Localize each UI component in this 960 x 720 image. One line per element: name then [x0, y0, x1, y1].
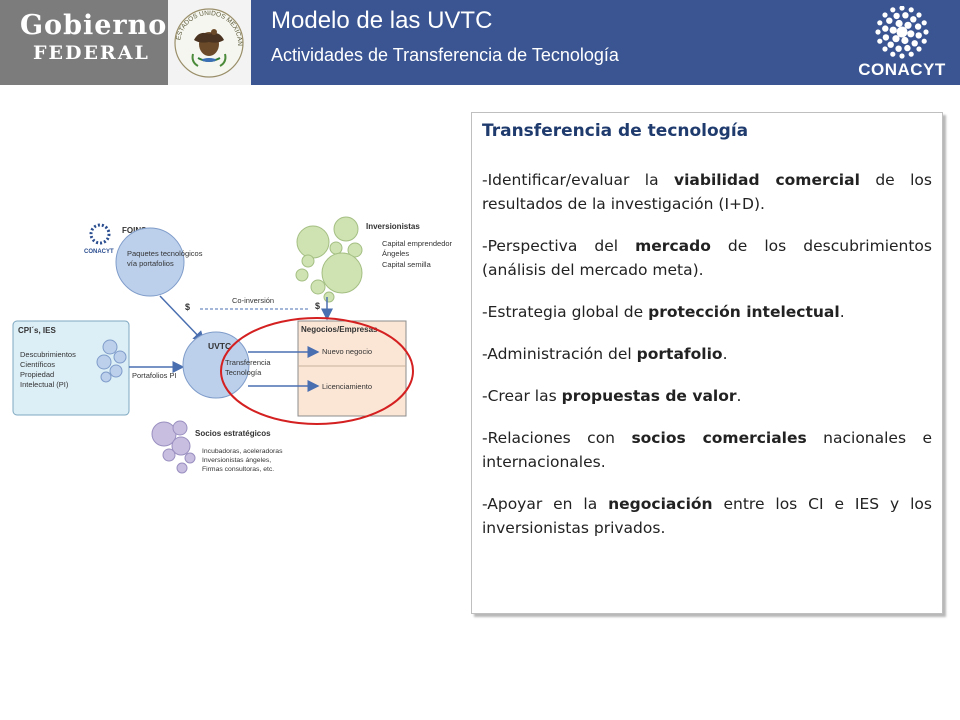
paragraph-bold: protección intelectual [648, 303, 840, 322]
dollar-left: $ [185, 302, 190, 312]
paragraph-text: -Relaciones con [482, 429, 632, 448]
inversionistas-item-1: Capital emprendedor [382, 239, 453, 248]
inversionistas-bubbles [295, 216, 363, 303]
page-subtitle: Actividades de Transferencia de Tecnolog… [271, 45, 619, 65]
uvtc-desc-2: Tecnología [225, 368, 262, 377]
paragraph-text: -Apoyar en la [482, 495, 609, 514]
paragraph-text: nacionales e internacionales. [482, 429, 933, 472]
foins-label: FOINS [122, 226, 147, 235]
textbox-paragraph: -Apoyar en la negociación entre los CI e… [482, 492, 932, 540]
textbox-paragraph: -Estrategia global de protección intelec… [482, 300, 932, 324]
foins-desc-2: vía portafolios [127, 259, 174, 268]
paragraph-text: de los descubrimientos (análisis del mer… [482, 237, 932, 280]
paragraph-text: . [839, 303, 845, 322]
gobierno-federal-logo: Gobierno FEDERAL [0, 0, 168, 85]
paragraph-bold: viabilidad comercial [674, 171, 860, 189]
paragraph-text: -Administración del [482, 345, 637, 364]
dollar-right: $ [315, 301, 320, 311]
uvtc-diagram: CONACYT FOINS Paquetes tecnológicos vía … [0, 205, 460, 490]
paragraph-bold: portafolio [636, 345, 723, 364]
arrow-foins-uvtc [159, 295, 206, 344]
foins-desc-1: Paquetes tecnológicos [127, 249, 203, 258]
coinversion-label: Co-inversión [232, 296, 274, 305]
textbox-title: Transferencia de tecnología [482, 121, 749, 141]
cpis-item-2: Científicos [20, 360, 55, 369]
textbox-paragraph: -Relaciones con socios comerciales nacio… [482, 426, 932, 474]
socios-item-3: Firmas consultoras, etc. [202, 466, 274, 473]
paragraph-bold: propuestas de valor [561, 387, 737, 406]
highlight-ellipse [220, 317, 414, 425]
negocios-box [297, 320, 407, 417]
gob-line2: FEDERAL [33, 42, 150, 64]
paragraph-text: -Perspectiva del [482, 237, 636, 256]
negocios-item-2: Licenciamiento [322, 382, 372, 391]
paragraph-bold: mercado [635, 237, 711, 256]
portafolios-label: Portafolios PI [132, 371, 177, 380]
paragraph-text: -Identificar/evaluar la [482, 171, 674, 189]
conacyt-dots-icon [875, 5, 929, 59]
cpis-label: CPI´s, IES [18, 326, 56, 335]
conacyt-label: CONACYT [858, 60, 946, 79]
foins-logo-text: CONACYT [84, 249, 114, 255]
gob-line1: Gobierno [20, 10, 168, 41]
cpis-item-4: Intelectual (PI) [20, 380, 69, 389]
negocios-label: Negocios/Empresas [301, 325, 378, 334]
textbox-paragraph: -Identificar/evaluar la viabilidad comer… [482, 168, 932, 216]
cpis-item-3: Propiedad [20, 370, 54, 379]
textbox-paragraph: -Crear las propuestas de valor. [482, 384, 932, 408]
negocios-item-1: Nuevo negocio [322, 347, 372, 356]
inversionistas-item-2: Ángeles [382, 249, 409, 258]
paragraph-text: . [722, 345, 728, 364]
socios-item-1: Incubadoras, aceleradoras [202, 448, 283, 455]
cpis-bubbles [96, 339, 127, 383]
header-bar: Gobierno FEDERAL ESTADOS UNIDOS MEXICANO… [0, 0, 960, 85]
conacyt-small-logo: CONACYT [84, 223, 114, 255]
uvtc-circle [182, 331, 250, 399]
paragraph-bold: socios comerciales [631, 429, 807, 448]
socios-bubbles [151, 420, 196, 474]
inversionistas-label: Inversionistas [366, 222, 420, 231]
transferencia-textbox: Transferencia de tecnología -Identificar… [471, 112, 943, 614]
paragraph-text: -Crear las [482, 387, 562, 406]
paragraph-bold: negociación [608, 495, 713, 514]
inversionistas-item-3: Capital semilla [382, 260, 432, 269]
socios-label: Socios estratégicos [195, 429, 271, 438]
paragraph-text: . [736, 387, 742, 406]
cpis-box [12, 320, 130, 416]
paragraph-text: -Estrategia global de [482, 303, 649, 322]
paragraph-text: de los resultados de la investigación (I… [482, 171, 932, 214]
textbox-paragraph: -Perspectiva del mercado de los descubri… [482, 234, 932, 282]
uvtc-label: UVTC [208, 341, 231, 351]
conacyt-logo: CONACYT [848, 5, 956, 84]
cpis-item-1: Descubrimientos [20, 350, 76, 359]
foins-circle [115, 227, 185, 297]
textbox-paragraph: -Administración del portafolio. [482, 342, 932, 366]
page-title: Modelo de las UVTC [271, 7, 493, 34]
socios-item-2: Inversionistas ángeles, [202, 457, 271, 464]
uvtc-desc-1: Transferencia [225, 358, 271, 367]
paragraph-text: entre los CI e IES y los inversionistas … [482, 495, 932, 538]
mexico-seal-logo: ESTADOS UNIDOS MEXICANOS [165, 0, 251, 85]
